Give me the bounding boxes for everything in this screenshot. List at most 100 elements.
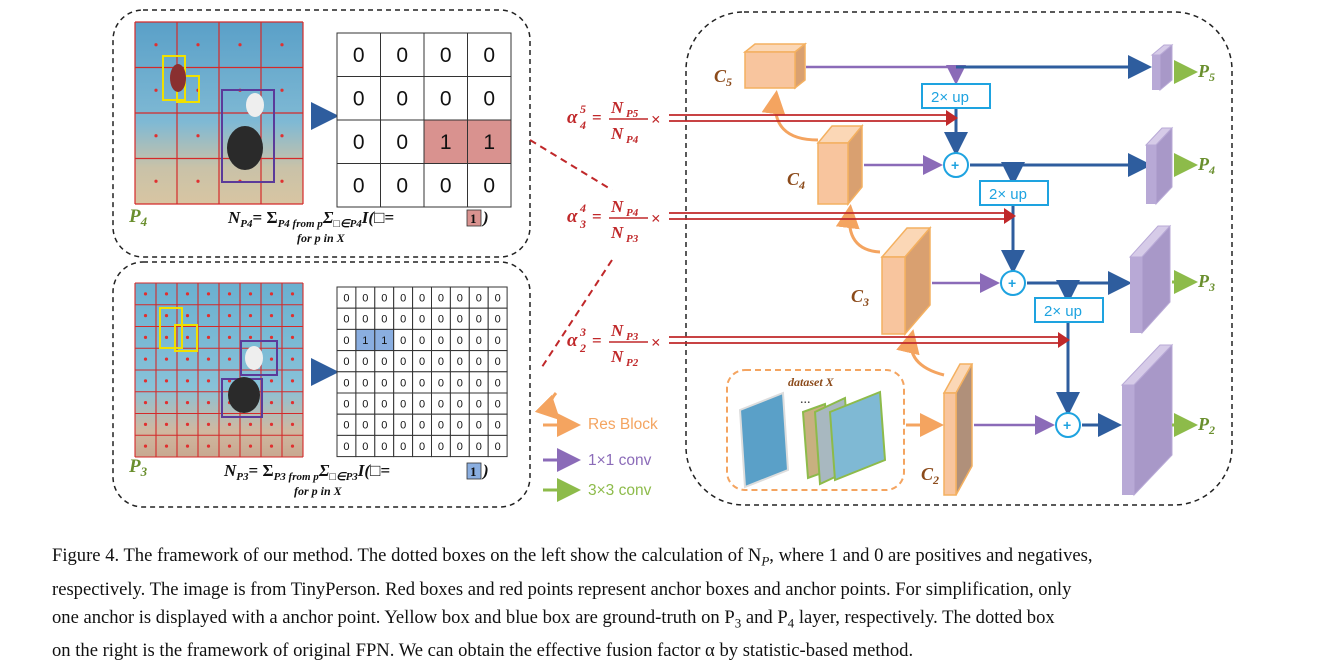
table-cell-value: 0: [381, 314, 387, 326]
table-cell-value: 0: [476, 292, 482, 304]
p5-block: [1150, 43, 1174, 92]
table-cell-value: 0: [353, 131, 365, 154]
alpha-sup: 3: [579, 325, 586, 339]
p3-blue-gt-box: [240, 340, 278, 376]
table-cell-value: 0: [483, 88, 495, 111]
anchor-point: [143, 444, 148, 448]
svg-text:): ): [481, 461, 489, 480]
svg-text:for p in X: for p in X: [294, 484, 343, 498]
upsample-label-1: 2× up: [931, 89, 969, 106]
p4-person: [246, 93, 264, 117]
upsample-label-3: 2× up: [1044, 303, 1082, 320]
table-cell-value: 0: [438, 356, 444, 368]
p4-blue-gt-box: [221, 89, 275, 183]
table-cell-value: 0: [483, 44, 495, 67]
anchor-point: [238, 43, 242, 47]
p3-dotted-box: [112, 261, 531, 508]
anchor-point: [206, 401, 211, 405]
alpha-denominator-sub: P2: [626, 357, 639, 369]
caption-line-2: respectively. The image is from TinyPers…: [52, 578, 1072, 600]
anchor-point: [196, 134, 200, 138]
c5-label: C5: [714, 66, 732, 89]
anchor-point: [227, 357, 232, 361]
anchor-point: [143, 335, 148, 339]
table-cell-value: 0: [396, 44, 408, 67]
p3-yellow-gt-box: [159, 307, 183, 349]
table-cell-value: 0: [343, 398, 349, 410]
anchor-point: [227, 292, 232, 296]
table-cell-value: 0: [495, 398, 501, 410]
c2-block: [942, 363, 974, 496]
anchor-point: [164, 444, 169, 448]
table-cell-value: 0: [400, 314, 406, 326]
table-cell: [423, 119, 468, 164]
caption-line-1: Figure 4. The framework of our method. T…: [52, 545, 1093, 569]
svg-text:for p in X: for p in X: [297, 231, 346, 245]
alpha-arrowheads: [946, 110, 1070, 348]
alpha-arrows: [669, 114, 1060, 344]
p3-anchor-grid: [134, 282, 304, 458]
anchor-point: [269, 422, 274, 426]
dataset-dots: ...: [800, 392, 811, 407]
table-cell-value: 0: [495, 292, 501, 304]
add-node-p2: [1055, 412, 1081, 438]
p3-layer-label: P3: [128, 456, 148, 479]
table-cell-value: 0: [438, 420, 444, 432]
anchor-point: [143, 422, 148, 426]
p5-label: P5: [1197, 61, 1215, 84]
table-cell: [467, 76, 512, 121]
anchor-point: [185, 314, 190, 318]
p3-block: [1128, 224, 1172, 335]
p4-label: P4: [1197, 154, 1215, 177]
anchor-point: [206, 379, 211, 383]
table-cell-value: 0: [419, 398, 425, 410]
table-cell-value: 0: [419, 420, 425, 432]
anchor-point: [290, 444, 295, 448]
p3-person: [245, 346, 263, 370]
table-cell-value: 0: [353, 88, 365, 111]
table-cell: [467, 163, 512, 208]
res-block-icon: [534, 391, 561, 421]
table-cell: [380, 119, 425, 164]
caption-line-4: on the right is the framework of origina…: [52, 640, 914, 662]
p4-formula: NP4= ΣP4 from pΣ□∈P4I(□= 1 ) for p in X: [227, 208, 489, 245]
table-cell-value: 0: [495, 441, 501, 453]
anchor-point: [280, 134, 284, 138]
alpha-connectors: [529, 139, 613, 371]
p4-dotted-box: [112, 9, 531, 258]
anchor-point: [248, 292, 253, 296]
alpha-equals: =: [592, 108, 602, 127]
table-cell-value: 0: [362, 356, 368, 368]
anchor-point: [290, 335, 295, 339]
table-cell-value: 0: [476, 398, 482, 410]
upsample-box-3: [1034, 297, 1104, 323]
plus-icon: +: [1008, 275, 1016, 291]
table-cell-value: 0: [343, 356, 349, 368]
anchor-point: [269, 401, 274, 405]
anchor-point: [206, 314, 211, 318]
anchor-point: [206, 422, 211, 426]
table-cell-value: 0: [343, 292, 349, 304]
table-cell: [380, 32, 425, 77]
dataset-image-4: [828, 390, 887, 482]
p3-formula: NP3= ΣP3 from pΣ□∈P3I(□= 1 ) for p in X: [223, 461, 489, 498]
table-cell-value: 0: [381, 377, 387, 389]
table-cell-value: 0: [440, 175, 452, 198]
anchor-point: [269, 314, 274, 318]
p4-layer-label: P4: [128, 206, 148, 229]
anchor-point: [280, 179, 284, 183]
anchor-point: [206, 292, 211, 296]
anchor-point: [290, 422, 295, 426]
plus-icon: +: [1063, 417, 1071, 433]
anchor-point: [164, 335, 169, 339]
anchor-point: [280, 88, 284, 92]
table-cell-value: 0: [362, 398, 368, 410]
table-cell-value: 0: [419, 377, 425, 389]
anchor-point: [143, 401, 148, 405]
table-cell-value: 0: [438, 314, 444, 326]
table-cell: [380, 76, 425, 121]
caption-line-3: one anchor is displayed with a anchor po…: [52, 606, 1055, 631]
anchor-point: [143, 379, 148, 383]
